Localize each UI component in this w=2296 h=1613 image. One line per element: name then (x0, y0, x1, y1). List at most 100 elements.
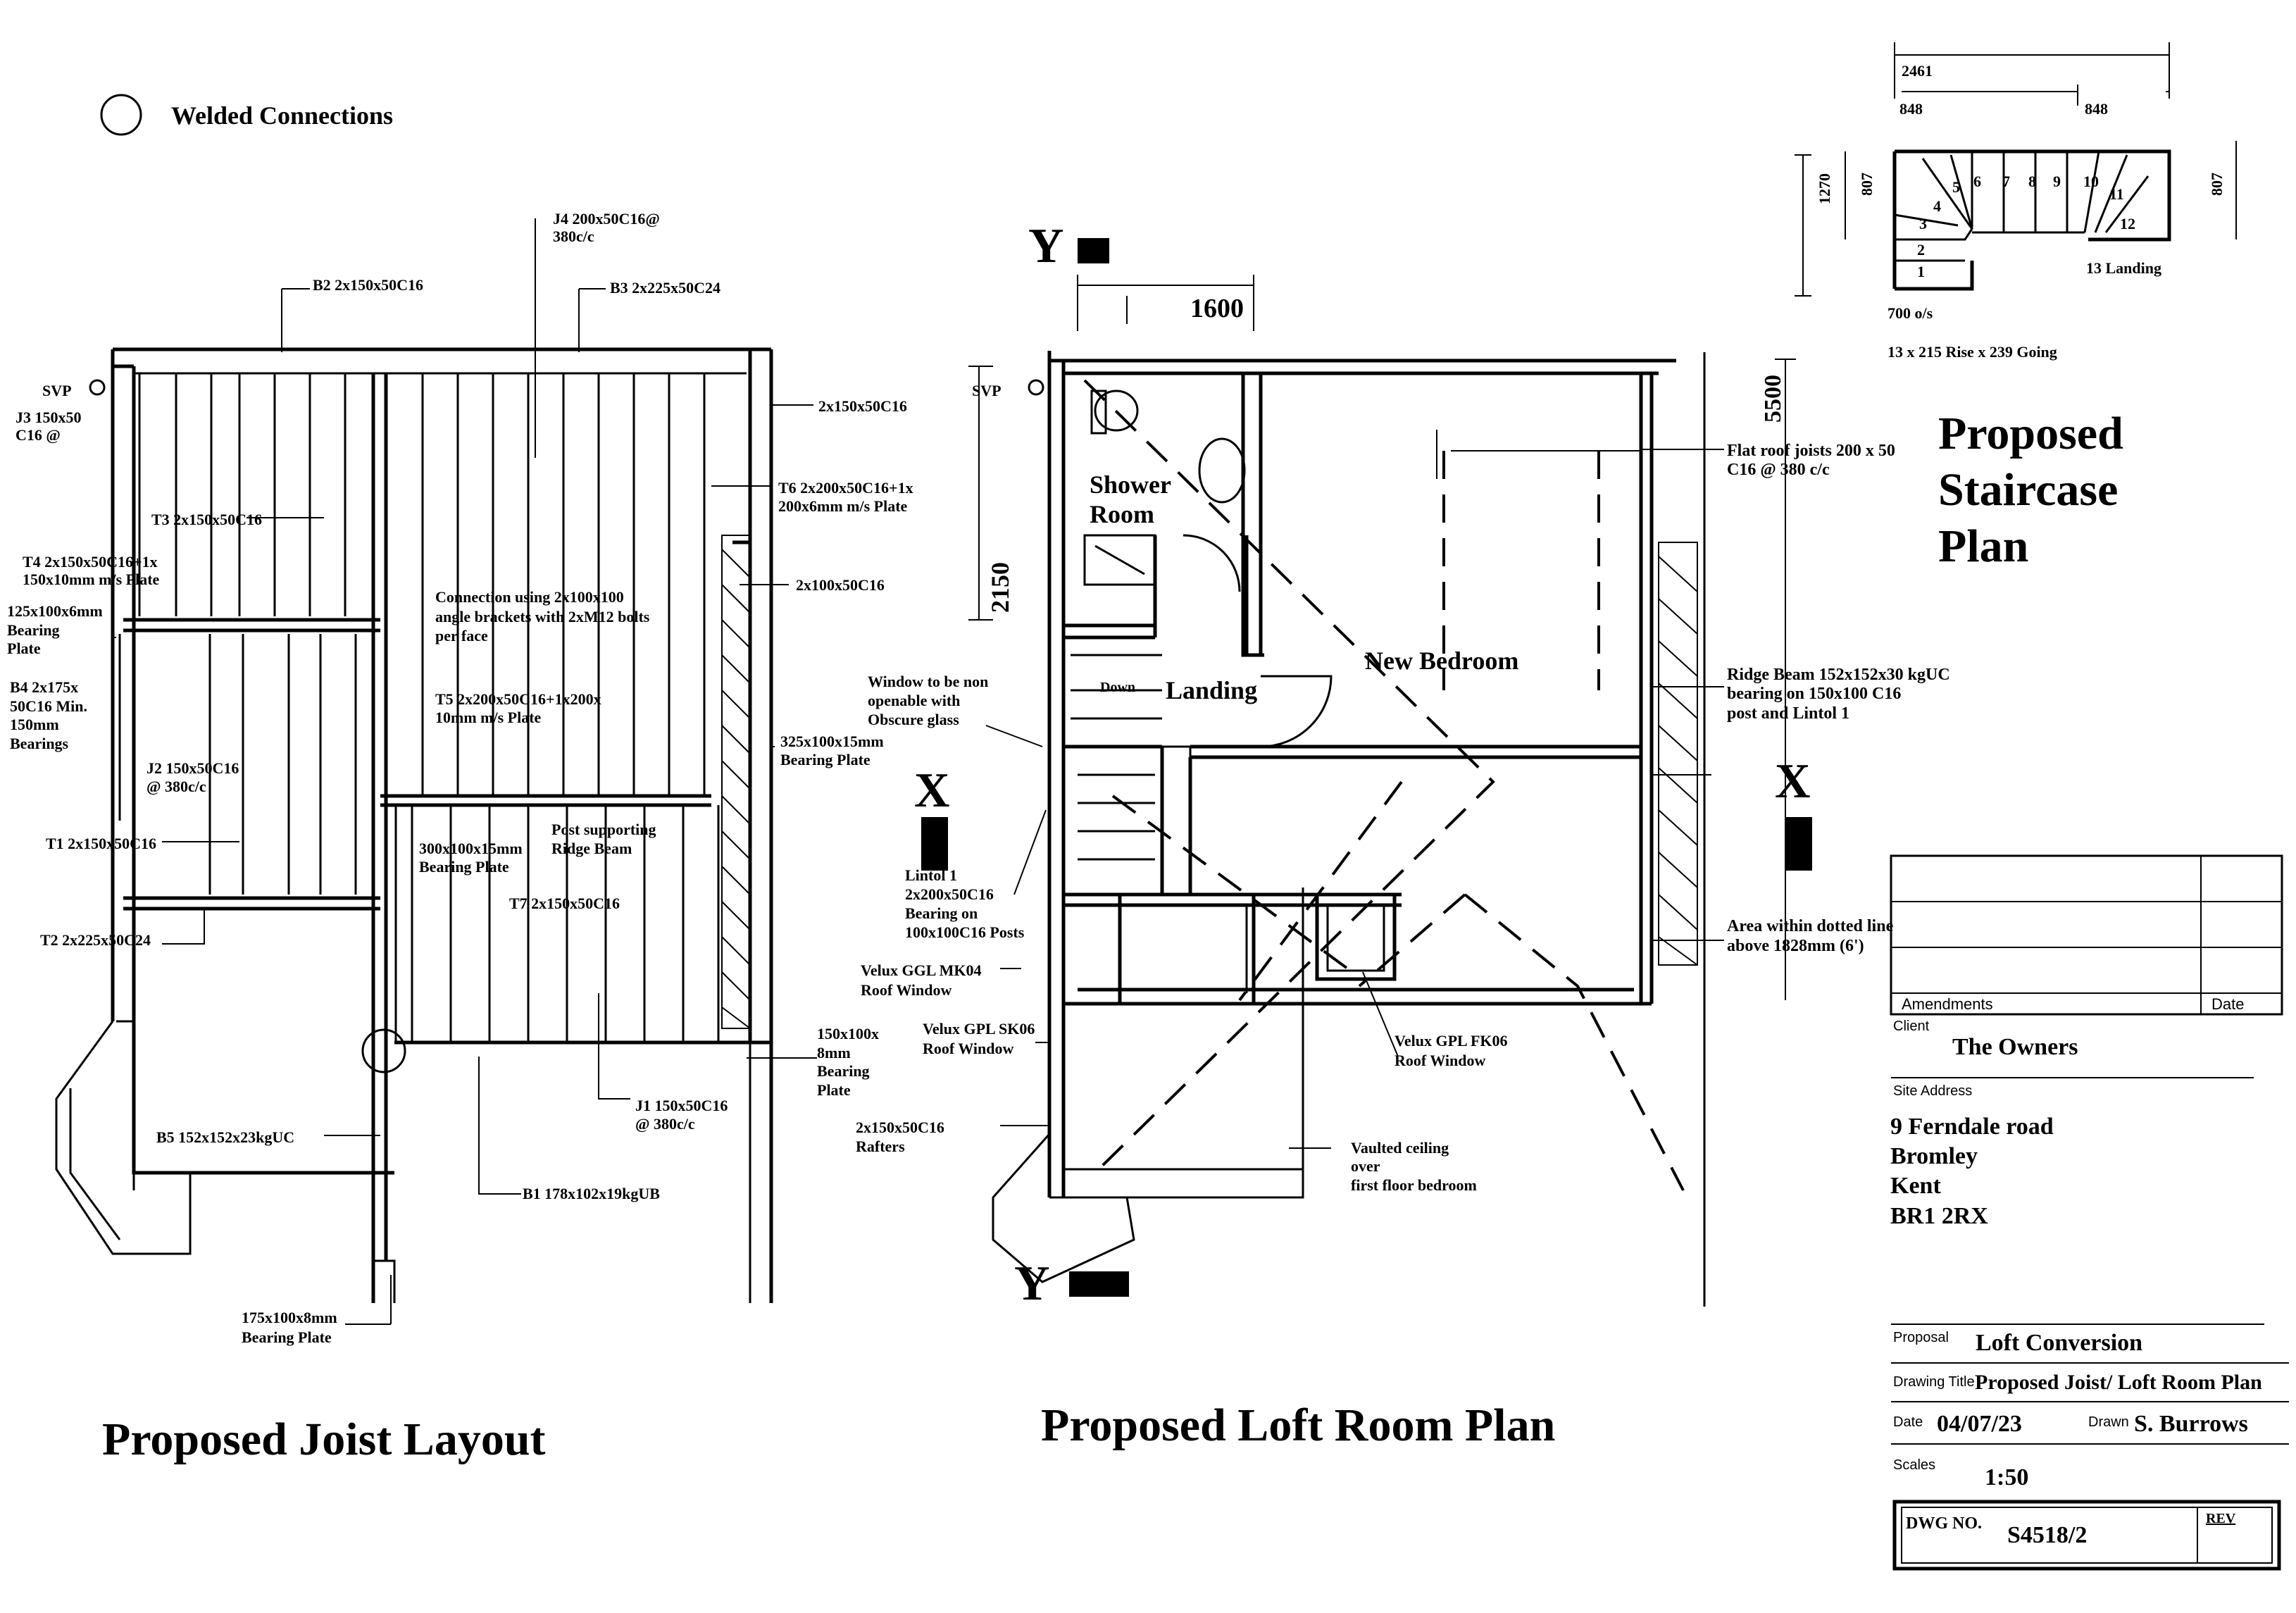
label-velux1-line1: Velux GGL MK04 (861, 961, 982, 979)
room-shower-line2: Room (1090, 500, 1154, 528)
section-x-left-label: X (914, 764, 950, 818)
label-velux3-line1: Velux GPL FK06 (1395, 1032, 1508, 1050)
welded-connection-marker (361, 1028, 406, 1073)
label-p150-line4: Plate (817, 1081, 851, 1099)
stair-step-8: 8 (2028, 173, 2036, 190)
section-x-right-label: X (1775, 754, 1811, 809)
address-line4: BR1 2RX (1890, 1203, 1988, 1229)
room-landing: Landing (1166, 676, 1257, 704)
drawn-value: S. Burrows (2134, 1411, 2248, 1437)
drawing-title-label: Drawing Title (1893, 1374, 1975, 1390)
label-svp-joist: SVP (42, 382, 72, 399)
stair-step-5: 5 (1952, 178, 1960, 196)
label-lintol-line4: 100x100C16 Posts (905, 923, 1025, 941)
label-velux2-line1: Velux GPL SK06 (923, 1020, 1035, 1038)
dwg-label: DWG NO. (1906, 1514, 1982, 1533)
label-velux1-line2: Roof Window (861, 981, 952, 999)
label-p150-line2: 8mm (817, 1044, 851, 1061)
label-flat-roof-line2: C16 @ 380 c/c (1727, 461, 1830, 479)
amendments-label: Amendments (1902, 995, 1993, 1013)
label-t5-line2: 10mm m/s Plate (435, 709, 542, 726)
label-p325-line2: Bearing Plate (780, 751, 871, 768)
stair-step-numbers: 1 2 3 4 5 6 7 8 9 10 11 12 (1917, 173, 2135, 280)
dim-2150: 2150 (986, 562, 1014, 613)
stair-down-label: Down (1100, 680, 1135, 695)
label-post-line2: Ridge Beam (551, 840, 632, 857)
label-velux2-line2: Roof Window (923, 1040, 1014, 1057)
label-lintol-line2: 2x200x50C16 (905, 885, 994, 903)
section-y-top-label: Y (1028, 219, 1064, 273)
date-value: 04/07/23 (1937, 1411, 2022, 1437)
stair-step-1: 1 (1917, 263, 1925, 280)
svp-symbol-loft (1028, 379, 1044, 396)
label-p300-line2: Bearing Plate (419, 858, 509, 876)
label-p150-line3: Bearing (817, 1062, 870, 1080)
label-b4-line4: Bearings (10, 735, 69, 752)
label-p125-line1: 125x100x6mm (7, 602, 103, 620)
stair-dim-807a: 807 (1858, 173, 1876, 196)
label-lintol-line3: Bearing on (905, 904, 978, 922)
label-t7: T7 2x150x50C16 (509, 895, 620, 912)
joist-lines-left (138, 373, 357, 895)
label-p125-line3: Plate (7, 640, 41, 657)
label-t6-line1: T6 2x200x50C16+1x (778, 479, 913, 497)
label-post-line1: Post supporting (551, 821, 656, 838)
label-b4-line2: 50C16 Min. (10, 697, 87, 715)
dwg-value: S4518/2 (2007, 1522, 2087, 1548)
stair-dim-1270: 1270 (1816, 173, 1833, 204)
room-new-bedroom: New Bedroom (1365, 647, 1518, 675)
joist-layout-title: Proposed Joist Layout (102, 1414, 546, 1465)
label-window-line2: openable with (868, 692, 960, 709)
room-shower-line1: Shower (1090, 471, 1171, 499)
drawn-label: Drawn (2088, 1414, 2129, 1430)
stair-dim-left: 848 (1899, 100, 1923, 118)
proposal-value: Loft Conversion (1976, 1330, 2142, 1356)
label-p300-line1: 300x100x15mm (419, 840, 523, 857)
title-block: Amendments Date Client The Owners Site A… (1890, 854, 2289, 1571)
client-value: The Owners (1952, 1034, 2078, 1060)
label-j1-line1: J1 150x50C16 (635, 1097, 728, 1114)
dim-1600: 1600 (1190, 294, 1244, 323)
label-t2: T2 2x225x50C24 (40, 931, 151, 949)
label-t4-line1: T4 2x150x50C16+1x (23, 553, 158, 571)
stair-step-11: 11 (2109, 185, 2124, 203)
dim-5500: 5500 (1760, 375, 1786, 423)
label-svp-loft: SVP (972, 382, 1002, 399)
loft-plan-title: Proposed Loft Room Plan (1041, 1400, 1555, 1451)
stair-step-12: 12 (2120, 215, 2135, 232)
label-b2: B2 2x150x50C16 (313, 276, 423, 294)
dotted-area-outline (1083, 379, 1685, 1191)
label-j2-line1: J2 150x50C16 (146, 759, 239, 777)
label-t1: T1 2x150x50C16 (46, 835, 156, 852)
staircase-title-line3: Plan (1938, 521, 2028, 572)
label-r2: 2x100x50C16 (796, 576, 885, 594)
label-p175-line2: Bearing Plate (242, 1328, 332, 1346)
svp-symbol (89, 379, 106, 396)
stair-os-label: 700 o/s (1888, 304, 1933, 322)
joist-lines-right (411, 373, 720, 1042)
rev-label: REV (2206, 1511, 2236, 1526)
stair-step-4: 4 (1933, 197, 1941, 215)
label-connection-line3: per face (435, 627, 488, 644)
client-label: Client (1893, 1019, 1930, 1034)
label-b4-line1: B4 2x175x (10, 678, 78, 696)
label-velux3-line2: Roof Window (1395, 1052, 1486, 1069)
stair-rise-label: 13 x 215 Rise x 239 Going (1888, 343, 2057, 361)
stair-step-2: 2 (1917, 241, 1925, 259)
label-ridge-line3: post and Lintol 1 (1727, 704, 1849, 723)
welded-connection-symbol (100, 94, 142, 136)
label-b5: B5 152x152x23kgUC (156, 1128, 294, 1146)
label-b4-line3: 150mm (10, 716, 59, 733)
scales-label: Scales (1893, 1457, 1935, 1473)
label-p175-line1: 175x100x8mm (242, 1309, 337, 1326)
staircase-title-line2: Staircase (1938, 464, 2118, 516)
label-j2-line2: @ 380c/c (146, 778, 206, 795)
amendments-date-label: Date (2211, 995, 2244, 1013)
drawing-title-value: Proposed Joist/ Loft Room Plan (1975, 1371, 2262, 1394)
scale-value: 1:50 (1985, 1464, 2028, 1490)
stair-step-6: 6 (1973, 173, 1981, 190)
stair-step-7: 7 (2002, 173, 2010, 190)
label-t5-line1: T5 2x200x50C16+1x200x (435, 690, 601, 708)
label-j3-line2: C16 @ (15, 426, 61, 444)
